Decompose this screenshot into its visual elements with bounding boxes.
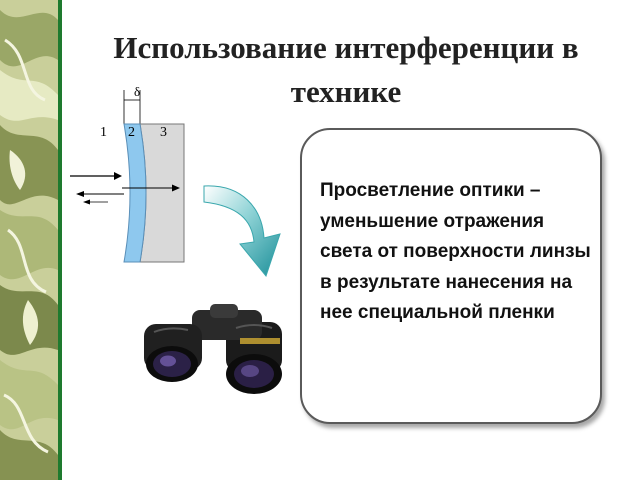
reflected-ray-1-arrowhead (76, 191, 84, 197)
transmitted-ray-arrowhead (172, 184, 180, 192)
region-label-2: 2 (128, 125, 135, 140)
accent-divider-line (58, 0, 62, 480)
binoculars-image (140, 302, 300, 403)
definition-card: Просветление оптики – уменьшение отражен… (300, 128, 602, 424)
glass-region (139, 123, 185, 263)
binoculars-bridge (192, 310, 262, 340)
slide-title: Использование интерференции в технике (113, 30, 579, 109)
region-label-1: 1 (100, 125, 107, 140)
curved-arrow-icon (200, 176, 296, 291)
marble-texture (0, 0, 58, 480)
definition-text: Просветление оптики – уменьшение отражен… (320, 180, 591, 323)
delta-label: δ (134, 84, 140, 99)
film-region (123, 123, 147, 263)
antireflection-film-diagram: δ 1 2 3 (62, 78, 194, 273)
reflected-ray-2-arrowhead (83, 199, 90, 205)
incident-ray-arrowhead (114, 172, 122, 180)
region-label-3: 3 (160, 125, 167, 140)
decorative-marble-strip (0, 0, 58, 480)
